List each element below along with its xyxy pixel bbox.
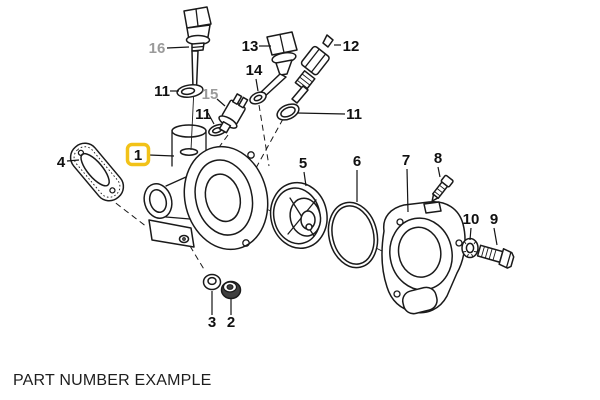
part-11-sealing-ring-a	[176, 84, 204, 98]
part-9-hex-bolt	[476, 244, 515, 269]
part-14-retaining-ring	[249, 91, 267, 105]
part-12-temperature-switch	[291, 34, 334, 104]
part-2-nut	[220, 280, 242, 300]
callout-14: 14	[246, 62, 263, 79]
callout-9: 9	[490, 211, 498, 228]
caption: PART NUMBER EXAMPLE	[13, 372, 212, 389]
part-4-gasket	[69, 142, 125, 202]
part-7-cover	[381, 201, 466, 315]
callout-16: 16	[149, 40, 166, 57]
callout-11-a: 11	[154, 83, 170, 100]
callout-12: 12	[343, 38, 360, 55]
highlighted-callout-1: 1	[125, 142, 151, 167]
part-11-o-ring-c	[276, 103, 300, 121]
callout-1: 1	[134, 147, 142, 164]
callout-15: 15	[202, 86, 219, 103]
part-3-washer	[202, 273, 222, 291]
part-1-thermostat-housing	[143, 124, 269, 251]
part-15-sensor	[218, 93, 249, 134]
callout-11-b: 11	[195, 106, 211, 123]
callout-7: 7	[402, 152, 410, 169]
part-8-vent-screw	[431, 174, 454, 202]
part-6-o-ring	[327, 201, 379, 269]
part-10-washer	[461, 237, 479, 259]
callout-10: 10	[463, 211, 480, 228]
callout-5: 5	[299, 155, 307, 172]
part-5-thermostat	[269, 181, 328, 249]
callout-2: 2	[227, 314, 235, 331]
part-13-temperature-sensor	[258, 31, 298, 99]
part-16-temperature-sensor	[183, 6, 212, 151]
callout-3: 3	[208, 314, 216, 331]
callout-4: 4	[57, 154, 66, 171]
callout-6: 6	[353, 153, 361, 170]
leader-lines	[66, 44, 498, 315]
callout-8: 8	[434, 150, 442, 167]
callout-11-c: 11	[346, 106, 362, 123]
callout-13: 13	[242, 38, 259, 55]
